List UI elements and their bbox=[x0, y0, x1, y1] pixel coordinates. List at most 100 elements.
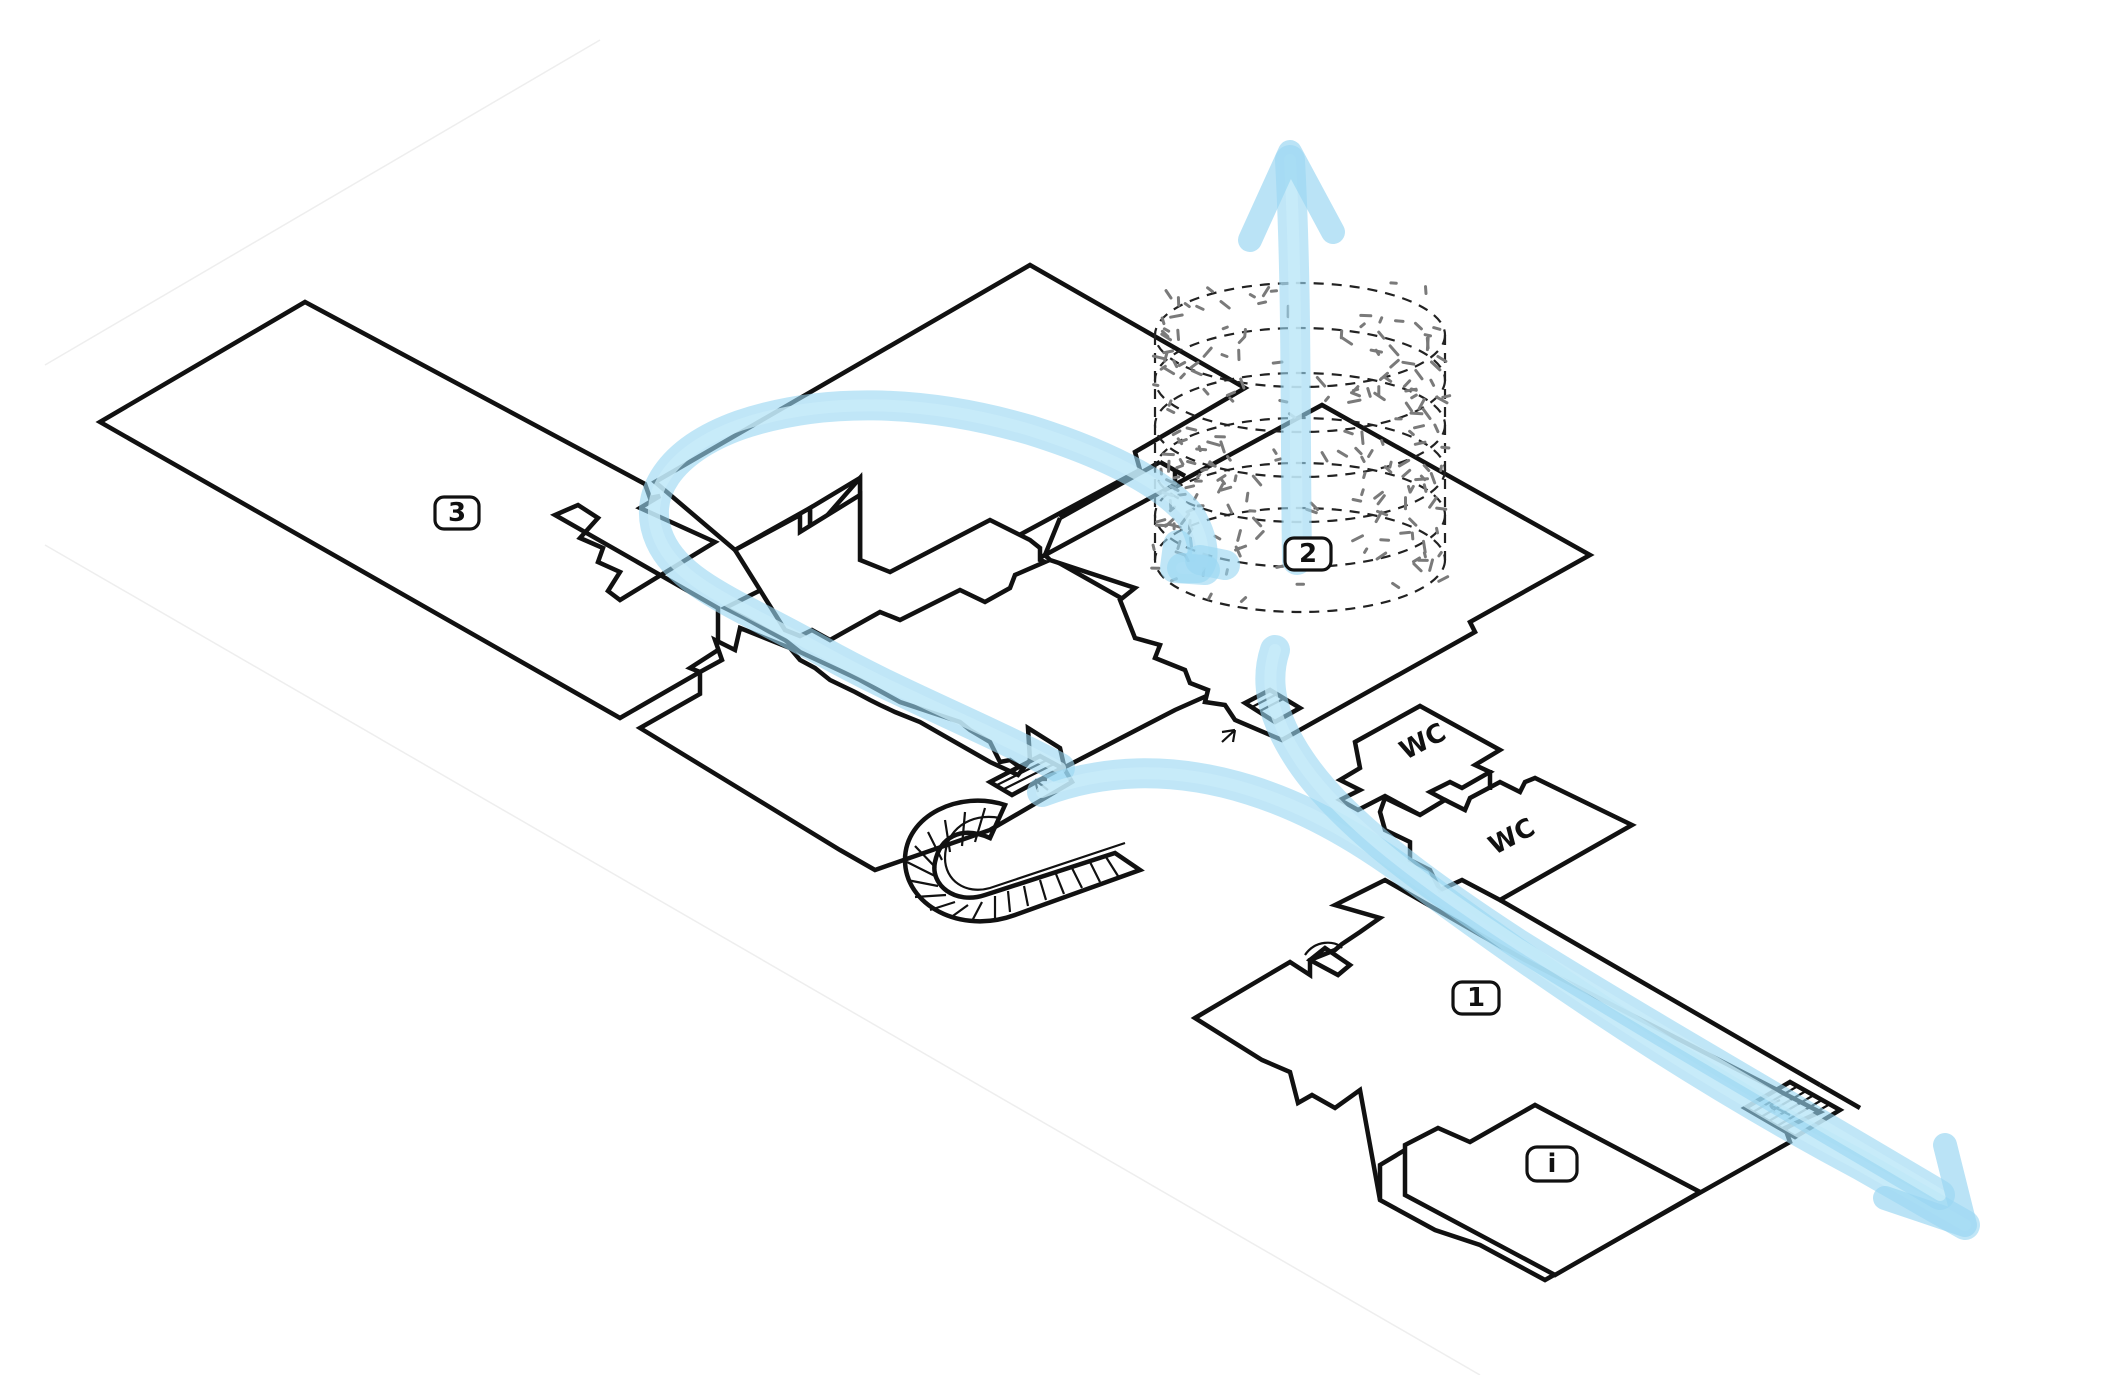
hatch-speck bbox=[1352, 393, 1360, 396]
hatch-speck bbox=[1435, 425, 1438, 432]
hatch-speck bbox=[1166, 291, 1171, 298]
hatch-speck bbox=[1245, 330, 1246, 337]
hatch-speck bbox=[1381, 540, 1389, 541]
hatch-speck bbox=[1443, 396, 1450, 398]
hatch-speck bbox=[1353, 389, 1357, 390]
hatch-speck bbox=[1437, 508, 1446, 509]
hatch-speck bbox=[1230, 398, 1233, 401]
hatch-speck bbox=[1274, 450, 1276, 454]
hatch-speck bbox=[1415, 426, 1424, 428]
hatch-speck bbox=[1390, 346, 1398, 355]
hatch-speck bbox=[1416, 323, 1422, 329]
hatch-speck bbox=[1235, 476, 1236, 481]
hatch-speck bbox=[1187, 428, 1196, 430]
hatch-speck bbox=[1276, 459, 1281, 460]
hatch-speck bbox=[1163, 454, 1173, 455]
hatch-speck bbox=[1171, 315, 1183, 317]
hatch-speck bbox=[1403, 362, 1414, 364]
hatch-speck bbox=[1411, 389, 1416, 390]
hatch-speck bbox=[1368, 389, 1370, 397]
room-1-label: 1 bbox=[1453, 982, 1499, 1014]
hatch-speck bbox=[1415, 442, 1425, 444]
hatch-speck bbox=[1412, 533, 1413, 539]
hatch-speck bbox=[1186, 486, 1194, 488]
hatch-speck bbox=[1177, 466, 1183, 468]
hatch-speck bbox=[1416, 371, 1422, 379]
hatch-speck bbox=[1164, 329, 1168, 331]
hatch-speck bbox=[1441, 466, 1442, 470]
hatch-speck bbox=[1236, 548, 1240, 550]
hatch-speck bbox=[1362, 432, 1363, 444]
hatch-speck bbox=[1197, 475, 1199, 478]
hatch-speck bbox=[1426, 287, 1427, 294]
hatch-speck bbox=[1164, 351, 1173, 353]
hatch-speck bbox=[1353, 500, 1361, 502]
hatch-speck bbox=[1424, 541, 1426, 552]
hatch-speck bbox=[1361, 324, 1364, 327]
hatch-speck bbox=[1424, 485, 1426, 492]
hatch-speck bbox=[1197, 449, 1206, 450]
hatch-speck bbox=[1425, 335, 1430, 336]
hatch-speck bbox=[1385, 378, 1390, 382]
hatch-speck bbox=[1409, 487, 1411, 493]
hatch-speck bbox=[1185, 304, 1189, 307]
hatch-speck bbox=[1221, 442, 1224, 452]
hatch-speck bbox=[1169, 461, 1170, 471]
hatch-speck bbox=[1208, 442, 1220, 445]
info-label: i bbox=[1527, 1147, 1577, 1181]
hatch-speck bbox=[1423, 409, 1430, 418]
hatch-speck bbox=[1162, 318, 1164, 324]
hatch-speck bbox=[1223, 327, 1227, 329]
hatch-speck bbox=[1364, 473, 1365, 477]
hatch-speck bbox=[1247, 493, 1248, 501]
hatch-speck bbox=[1178, 330, 1179, 339]
room-2-label: 2 bbox=[1285, 538, 1331, 570]
hatch-speck bbox=[1382, 441, 1383, 445]
hatch-speck bbox=[1153, 545, 1154, 549]
hatch-speck bbox=[1404, 381, 1409, 387]
hatch-speck bbox=[1250, 295, 1254, 297]
hatch-speck bbox=[1442, 447, 1449, 448]
hatch-speck bbox=[1349, 400, 1360, 402]
hatch-speck bbox=[1208, 288, 1213, 292]
hatch-speck bbox=[1437, 528, 1438, 533]
hatch-speck bbox=[1434, 328, 1440, 330]
room-3-label: 3 bbox=[435, 497, 479, 529]
hatch-speck bbox=[1222, 355, 1227, 357]
hatch-speck bbox=[1169, 401, 1171, 405]
hatch-speck bbox=[1197, 306, 1203, 309]
hatch-speck bbox=[1431, 380, 1434, 385]
room-3-hall bbox=[100, 302, 718, 718]
hatch-speck bbox=[1202, 469, 1207, 470]
svg-text:i: i bbox=[1548, 1149, 1557, 1179]
hatch-speck bbox=[1180, 460, 1183, 465]
hatch-speck bbox=[1174, 477, 1179, 478]
hatch-speck bbox=[1239, 337, 1244, 343]
hatch-speck bbox=[1166, 524, 1171, 525]
hatch-speck bbox=[1439, 553, 1441, 556]
hatch-speck bbox=[1406, 403, 1411, 411]
hatch-speck bbox=[1154, 385, 1158, 386]
hatch-speck bbox=[1379, 332, 1384, 338]
hatch-speck bbox=[1362, 490, 1364, 495]
hatch-speck bbox=[1424, 553, 1425, 557]
hatch-speck bbox=[1326, 397, 1329, 400]
hatch-speck bbox=[1396, 321, 1404, 322]
hatch-speck bbox=[1317, 378, 1324, 387]
hatch-speck bbox=[1343, 338, 1352, 344]
hatch-speck bbox=[1221, 302, 1229, 308]
hatch-speck bbox=[1362, 457, 1364, 461]
hatch-speck bbox=[1380, 318, 1382, 322]
hatch-speck bbox=[1391, 360, 1399, 367]
hatch-speck bbox=[1371, 350, 1381, 352]
hatch-speck bbox=[1410, 431, 1414, 434]
svg-text:1: 1 bbox=[1467, 983, 1485, 1013]
hatch-speck bbox=[1204, 348, 1211, 356]
hatch-speck bbox=[1271, 291, 1276, 292]
hatch-speck bbox=[1390, 462, 1391, 467]
svg-text:3: 3 bbox=[448, 498, 466, 528]
hatch-speck bbox=[1188, 462, 1195, 464]
hatch-speck bbox=[1365, 549, 1367, 553]
